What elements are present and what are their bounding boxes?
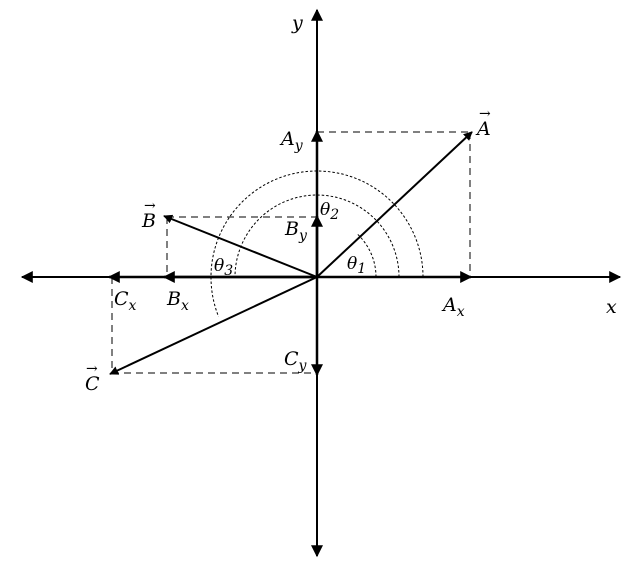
svg-text:→: → — [144, 198, 156, 214]
svg-text:C: C — [85, 373, 100, 395]
c-x-label: Cx — [114, 288, 137, 314]
theta3-arc — [210, 276, 220, 317]
y-axis-label: y — [291, 12, 303, 34]
svg-text:A: A — [475, 118, 491, 140]
theta1-arc — [356, 233, 377, 278]
c-y-label: Cy — [284, 348, 308, 374]
vector-c — [109, 276, 318, 375]
svg-text:→: → — [479, 106, 491, 122]
vector-b-label: B → — [141, 198, 156, 232]
b-x-label: Bx — [166, 288, 189, 314]
theta3-label: θ3 — [214, 256, 233, 279]
x-axis-label: x — [606, 296, 617, 318]
theta2-label: θ2 — [320, 200, 339, 223]
vector-b — [163, 214, 318, 278]
svg-text:→: → — [86, 361, 98, 377]
vector-a — [316, 131, 473, 278]
angle-arcs — [210, 170, 424, 317]
b-y-label: By — [284, 218, 308, 244]
main-vectors — [109, 131, 473, 375]
theta1-label: θ1 — [347, 254, 366, 277]
component-vectors — [107, 129, 473, 377]
svg-text:B: B — [141, 210, 156, 232]
projection-lines — [111, 131, 471, 374]
theta2-arc-inner — [210, 170, 424, 278]
a-x-label: Ax — [441, 294, 465, 320]
vector-a-label: A → — [475, 106, 491, 140]
vector-c-label: C → — [85, 361, 100, 395]
theta2-arc-outer — [234, 194, 400, 278]
a-y-label: Ay — [279, 128, 304, 154]
